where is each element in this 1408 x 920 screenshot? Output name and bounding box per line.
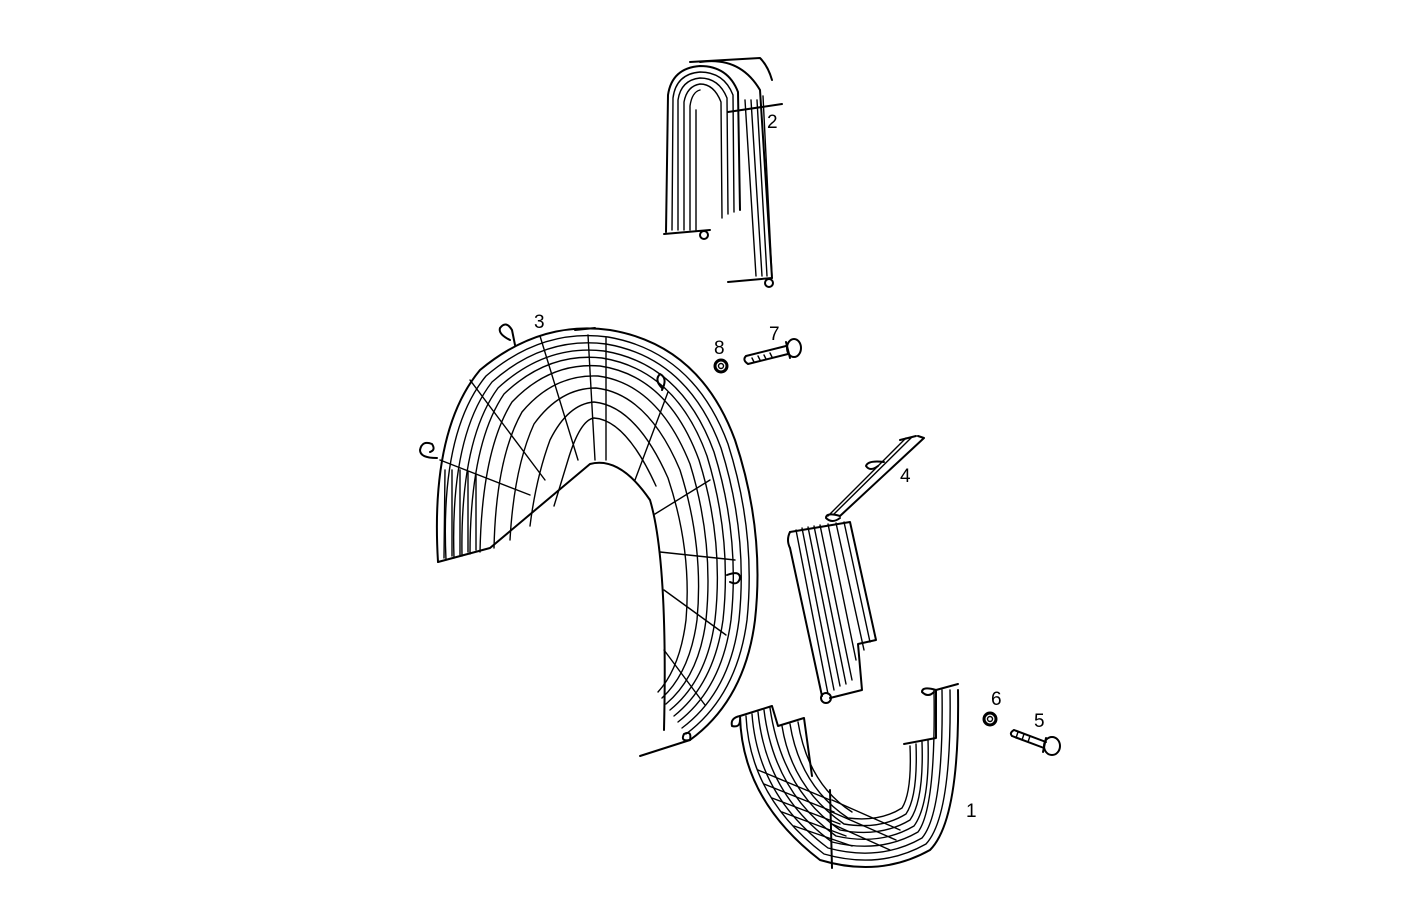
callout-1: 1 bbox=[966, 801, 977, 822]
callout-5: 5 bbox=[1034, 711, 1045, 732]
part-6-washer bbox=[982, 711, 998, 727]
callout-3: 3 bbox=[534, 312, 545, 333]
callout-7: 7 bbox=[769, 324, 780, 345]
part-8-washer bbox=[713, 358, 729, 374]
callout-6: 6 bbox=[991, 689, 1002, 710]
callout-2: 2 bbox=[767, 112, 778, 133]
callout-8: 8 bbox=[714, 338, 725, 359]
part-5-bolt bbox=[1009, 729, 1061, 756]
part-4-side-guard bbox=[787, 435, 925, 704]
part-7-bolt bbox=[743, 338, 802, 365]
part-2-upper-guard bbox=[663, 57, 783, 288]
part-1-lower-guard bbox=[730, 683, 960, 869]
part-3-main-guard bbox=[419, 323, 759, 757]
callout-4: 4 bbox=[900, 466, 911, 487]
